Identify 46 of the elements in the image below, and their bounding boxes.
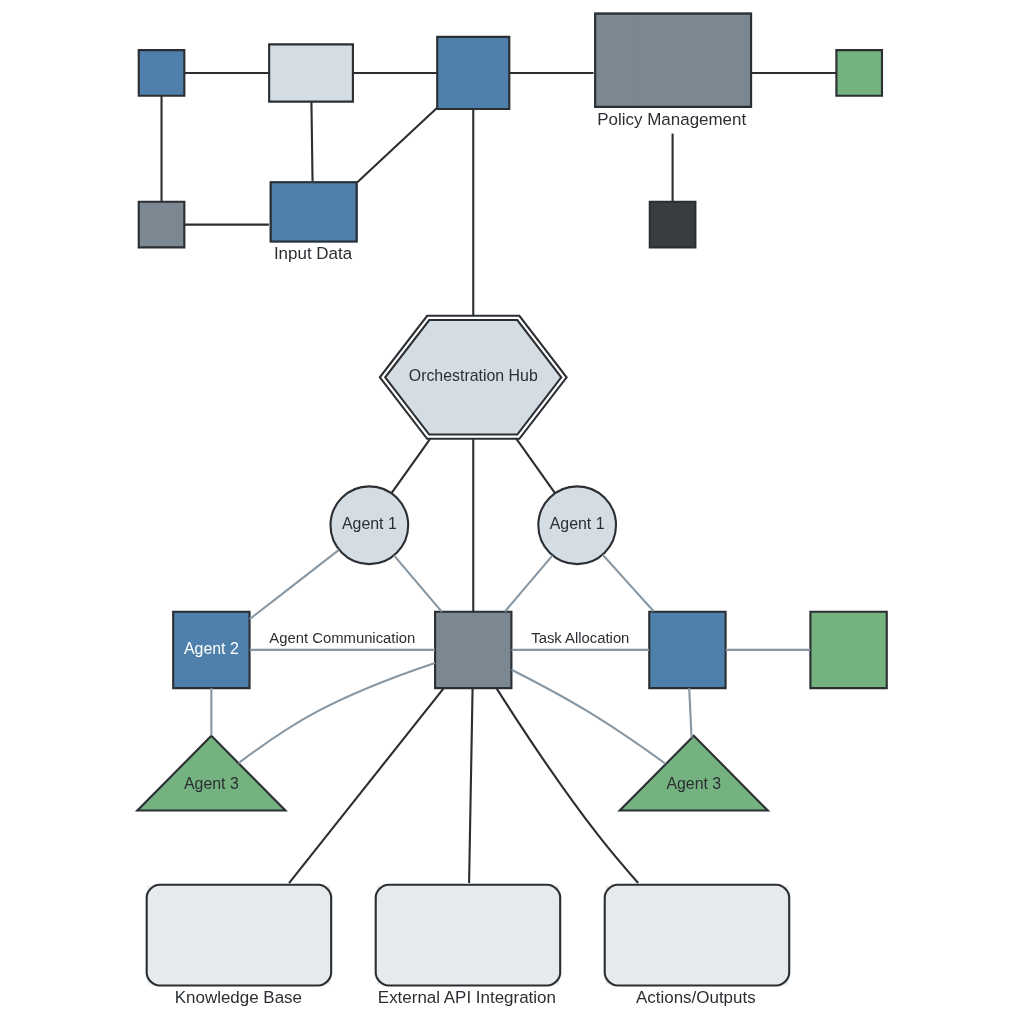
node-box: [434, 610, 513, 690]
connector: [237, 662, 436, 764]
connector: [184, 71, 270, 75]
node-box: Agent 2: [172, 610, 251, 690]
edge-label: Task Allocation: [531, 629, 630, 646]
connector: [310, 101, 314, 181]
connector: [249, 648, 435, 651]
connector: [688, 688, 693, 739]
connector: [509, 71, 594, 75]
connector: [515, 438, 556, 494]
connector: [160, 95, 163, 202]
connector: [511, 648, 650, 651]
connector: [210, 688, 213, 736]
node-box: [648, 610, 727, 690]
connector: [725, 648, 811, 651]
connector: [504, 554, 554, 613]
node-label: Actions/Outputs: [636, 988, 756, 1008]
connector: [393, 554, 443, 613]
node-box: [137, 200, 186, 249]
connector: [495, 687, 639, 884]
connector: [601, 554, 655, 612]
node-label: Policy Management: [597, 109, 747, 129]
connector: [472, 109, 475, 316]
node-circle: Agent 1: [329, 485, 410, 566]
node-circle: Agent 1: [537, 485, 618, 566]
connector: [468, 688, 474, 884]
node-box: [648, 200, 697, 249]
connector: [671, 133, 674, 202]
node-box: [835, 49, 884, 97]
connector: [751, 71, 837, 75]
node-box: [268, 43, 354, 103]
connector: [390, 438, 431, 494]
node-label: Knowledge Base: [174, 988, 303, 1008]
connector: [288, 687, 445, 884]
connector: [184, 223, 269, 226]
connector: [353, 71, 438, 75]
connector: [356, 107, 438, 184]
node-label: Input Data: [273, 244, 353, 264]
edge-label: Agent Communication: [269, 629, 416, 646]
node-box: [436, 35, 511, 111]
connector: [248, 549, 340, 621]
node-box: [809, 610, 888, 690]
node-box: [137, 49, 186, 97]
node-label: External API Integration: [377, 988, 556, 1008]
connector: [511, 668, 667, 765]
connector: [472, 439, 475, 612]
